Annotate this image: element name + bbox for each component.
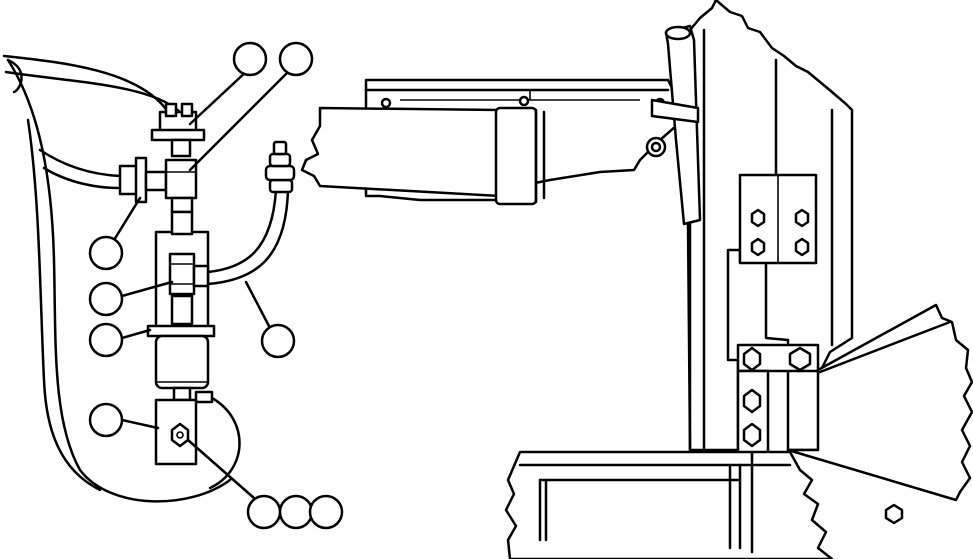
cylinder-cap	[664, 25, 692, 41]
callout-bubble	[232, 41, 268, 77]
tee-fitting	[164, 158, 198, 200]
connector-pin	[164, 102, 178, 118]
callout-bubble	[88, 235, 124, 271]
callout-bubble	[260, 323, 296, 359]
flange	[146, 324, 216, 338]
wire-harness	[38, 148, 122, 178]
shock-cylinder	[664, 24, 702, 226]
bolt-hex-icon	[750, 208, 810, 257]
leader-line	[188, 68, 250, 126]
callout-bubble	[88, 402, 124, 438]
leader-line	[244, 280, 272, 330]
frame-rail	[504, 450, 834, 559]
rivet	[380, 97, 392, 109]
leader-line	[120, 418, 160, 430]
clamp-band	[494, 106, 538, 206]
hose-fitting	[264, 140, 296, 194]
nut-hex-icon	[170, 422, 190, 448]
air-hose	[206, 188, 278, 274]
tee-stem	[170, 196, 194, 214]
wire-harness	[6, 58, 23, 94]
callout-bubble	[308, 494, 344, 530]
valve-stem	[170, 210, 194, 236]
mounting-arm	[300, 24, 702, 452]
callout-bubble	[278, 494, 314, 530]
rivet	[518, 95, 530, 107]
leader-line	[112, 196, 142, 242]
leader-lines	[112, 68, 292, 500]
wire-harness	[42, 166, 120, 190]
stem	[170, 138, 192, 158]
leader-line	[188, 68, 292, 172]
pivot-bolt	[650, 141, 662, 153]
sensor-wire	[208, 396, 241, 490]
bolt-hex-icon	[884, 503, 904, 525]
canister-nipple	[172, 386, 192, 402]
connector-base	[150, 128, 206, 142]
crossmember-edge	[818, 320, 952, 374]
callout-bubble	[88, 281, 124, 317]
bolt-hex-icon	[742, 346, 812, 448]
connector-pin	[180, 102, 194, 118]
canister	[154, 334, 210, 390]
callout-bubble	[246, 494, 282, 530]
leader-line	[120, 280, 174, 298]
valve-port	[192, 264, 210, 288]
nut-hole	[176, 431, 184, 439]
wire-loop	[6, 58, 232, 503]
canister-fitting	[194, 390, 214, 404]
leader-line	[120, 328, 152, 340]
air-hose	[206, 188, 290, 286]
wire-harness	[4, 70, 182, 114]
leader-line	[186, 438, 256, 500]
callout-bubble	[88, 322, 124, 358]
cylinder-clamp	[650, 98, 700, 124]
valve-body	[168, 252, 196, 296]
valve-stem-lower	[170, 294, 194, 326]
side-flange	[134, 156, 148, 204]
vehicle-frame	[504, 0, 973, 559]
callouts	[88, 41, 344, 530]
cylinder-rod	[686, 222, 692, 452]
callout-bubble	[278, 41, 314, 77]
arm-tube	[300, 106, 502, 198]
side-stem	[144, 170, 168, 192]
wire-loop	[26, 118, 102, 492]
valve-assembly	[2, 54, 296, 503]
crossmember	[786, 303, 973, 502]
